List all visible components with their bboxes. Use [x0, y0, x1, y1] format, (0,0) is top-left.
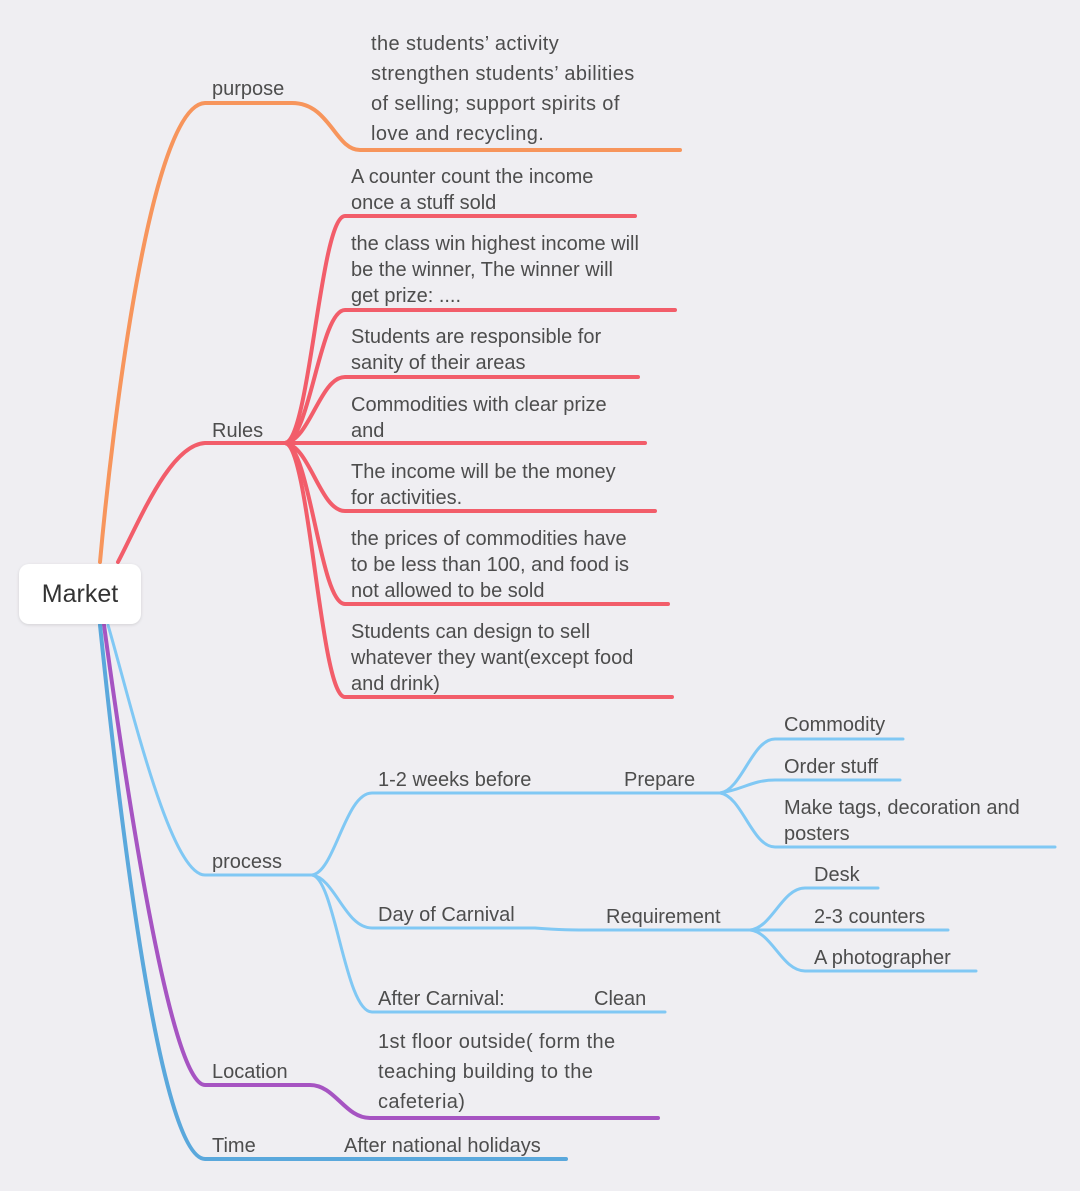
purpose-detail-line: strengthen students’ abilities: [371, 63, 635, 85]
location-detail-line: 1st floor outside( form the: [378, 1031, 616, 1053]
rule-item[interactable]: A counter count the income once a stuff …: [351, 164, 593, 216]
process-connectors: [106, 623, 1057, 1014]
stage-connector-1: [310, 791, 722, 877]
rule-connector-5: [283, 441, 657, 513]
requirement-connector-1: [748, 886, 880, 932]
time-label[interactable]: Time: [212, 1135, 256, 1157]
stage-child-label[interactable]: Clean: [594, 988, 647, 1010]
rule-line: be the winner, The winner will: [351, 259, 613, 281]
prepare-item[interactable]: Make tags, decoration and posters: [784, 795, 1020, 847]
location-detail[interactable]: 1st floor outside( form the teaching bui…: [378, 1027, 616, 1117]
prepare-item[interactable]: Order stuff: [784, 756, 879, 778]
location-branch-line: [102, 623, 660, 1120]
requirement-item[interactable]: Desk: [814, 864, 860, 886]
purpose-label[interactable]: purpose: [212, 78, 285, 100]
location-detail-line: teaching building to the: [378, 1061, 594, 1083]
rule-item[interactable]: the prices of commodities have to be les…: [351, 526, 629, 604]
rule-line: the class win highest income will: [351, 233, 639, 255]
rule-line: Commodities with clear prize: [351, 394, 607, 416]
prepare-connector-3: [718, 791, 1057, 849]
rule-item[interactable]: Commodities with clear prize and: [351, 392, 607, 444]
rules-label[interactable]: Rules: [212, 420, 264, 442]
rule-line: once a stuff sold: [351, 192, 497, 214]
purpose-detail-line: the students’ activity: [371, 33, 560, 55]
process-label[interactable]: process: [212, 851, 283, 873]
time-connectors: [98, 623, 568, 1161]
stage-child-label[interactable]: Prepare: [624, 769, 696, 791]
rule-item[interactable]: the class win highest income will be the…: [351, 231, 639, 309]
rule-line: the prices of commodities have: [351, 528, 627, 550]
requirement-connector-3: [748, 928, 978, 973]
purpose-detail[interactable]: the students’ activity strengthen studen…: [371, 29, 635, 149]
rule-item[interactable]: The income will be the money for activit…: [351, 459, 616, 511]
stage-label[interactable]: 1-2 weeks before: [378, 769, 532, 791]
location-connectors: [102, 623, 660, 1120]
prepare-connector-1: [718, 737, 905, 795]
rule-line: not allowed to be sold: [351, 580, 545, 602]
purpose-detail-line: of selling; support spirits of: [371, 93, 620, 115]
prepare-connector-2: [718, 778, 902, 795]
requirement-item[interactable]: 2-3 counters: [814, 906, 926, 928]
rule-item[interactable]: Students are responsible for sanity of t…: [351, 324, 601, 376]
rule-line: to be less than 100, and food is: [351, 554, 629, 576]
rule-line: and drink): [351, 673, 440, 695]
rule-connector-2: [283, 308, 677, 445]
purpose-connectors: [98, 101, 682, 564]
prepare-item-line: posters: [784, 823, 850, 845]
process-branch-line: [106, 623, 314, 877]
purpose-detail-line: love and recycling.: [371, 123, 545, 145]
prepare-item[interactable]: Commodity: [784, 714, 886, 736]
rule-line: sanity of their areas: [351, 352, 526, 374]
rule-line: whatever they want(except food: [351, 647, 634, 669]
rule-line: The income will be the money: [351, 461, 616, 483]
stage-label[interactable]: Day of Carnival: [378, 904, 515, 926]
prepare-item-line: Make tags, decoration and: [784, 797, 1020, 819]
rule-connector-3: [283, 375, 640, 445]
rules-branch-line: [116, 441, 287, 564]
stage-child-label[interactable]: Requirement: [606, 906, 721, 928]
rule-line: Students can design to sell: [351, 621, 591, 643]
location-label[interactable]: Location: [212, 1061, 288, 1083]
purpose-branch-line: [98, 101, 682, 564]
root-topic[interactable]: Market: [19, 564, 141, 624]
rule-line: and: [351, 420, 385, 442]
stage-connector-2: [310, 873, 752, 932]
rule-line: get prize: ....: [351, 285, 462, 307]
time-detail[interactable]: After national holidays: [344, 1135, 541, 1157]
rule-item[interactable]: Students can design to sell whatever the…: [351, 619, 633, 697]
location-detail-line: cafeteria): [378, 1091, 466, 1113]
time-branch-line: [98, 623, 568, 1161]
rules-connectors: [116, 214, 677, 699]
stage-label[interactable]: After Carnival:: [378, 988, 505, 1010]
rule-line: Students are responsible for: [351, 326, 602, 348]
rule-line: A counter count the income: [351, 166, 594, 188]
rule-connector-7: [283, 441, 674, 699]
rule-line: for activities.: [351, 487, 463, 509]
stage-connector-3: [310, 873, 667, 1014]
rule-connector-1: [283, 214, 637, 445]
requirement-item[interactable]: A photographer: [814, 947, 951, 969]
